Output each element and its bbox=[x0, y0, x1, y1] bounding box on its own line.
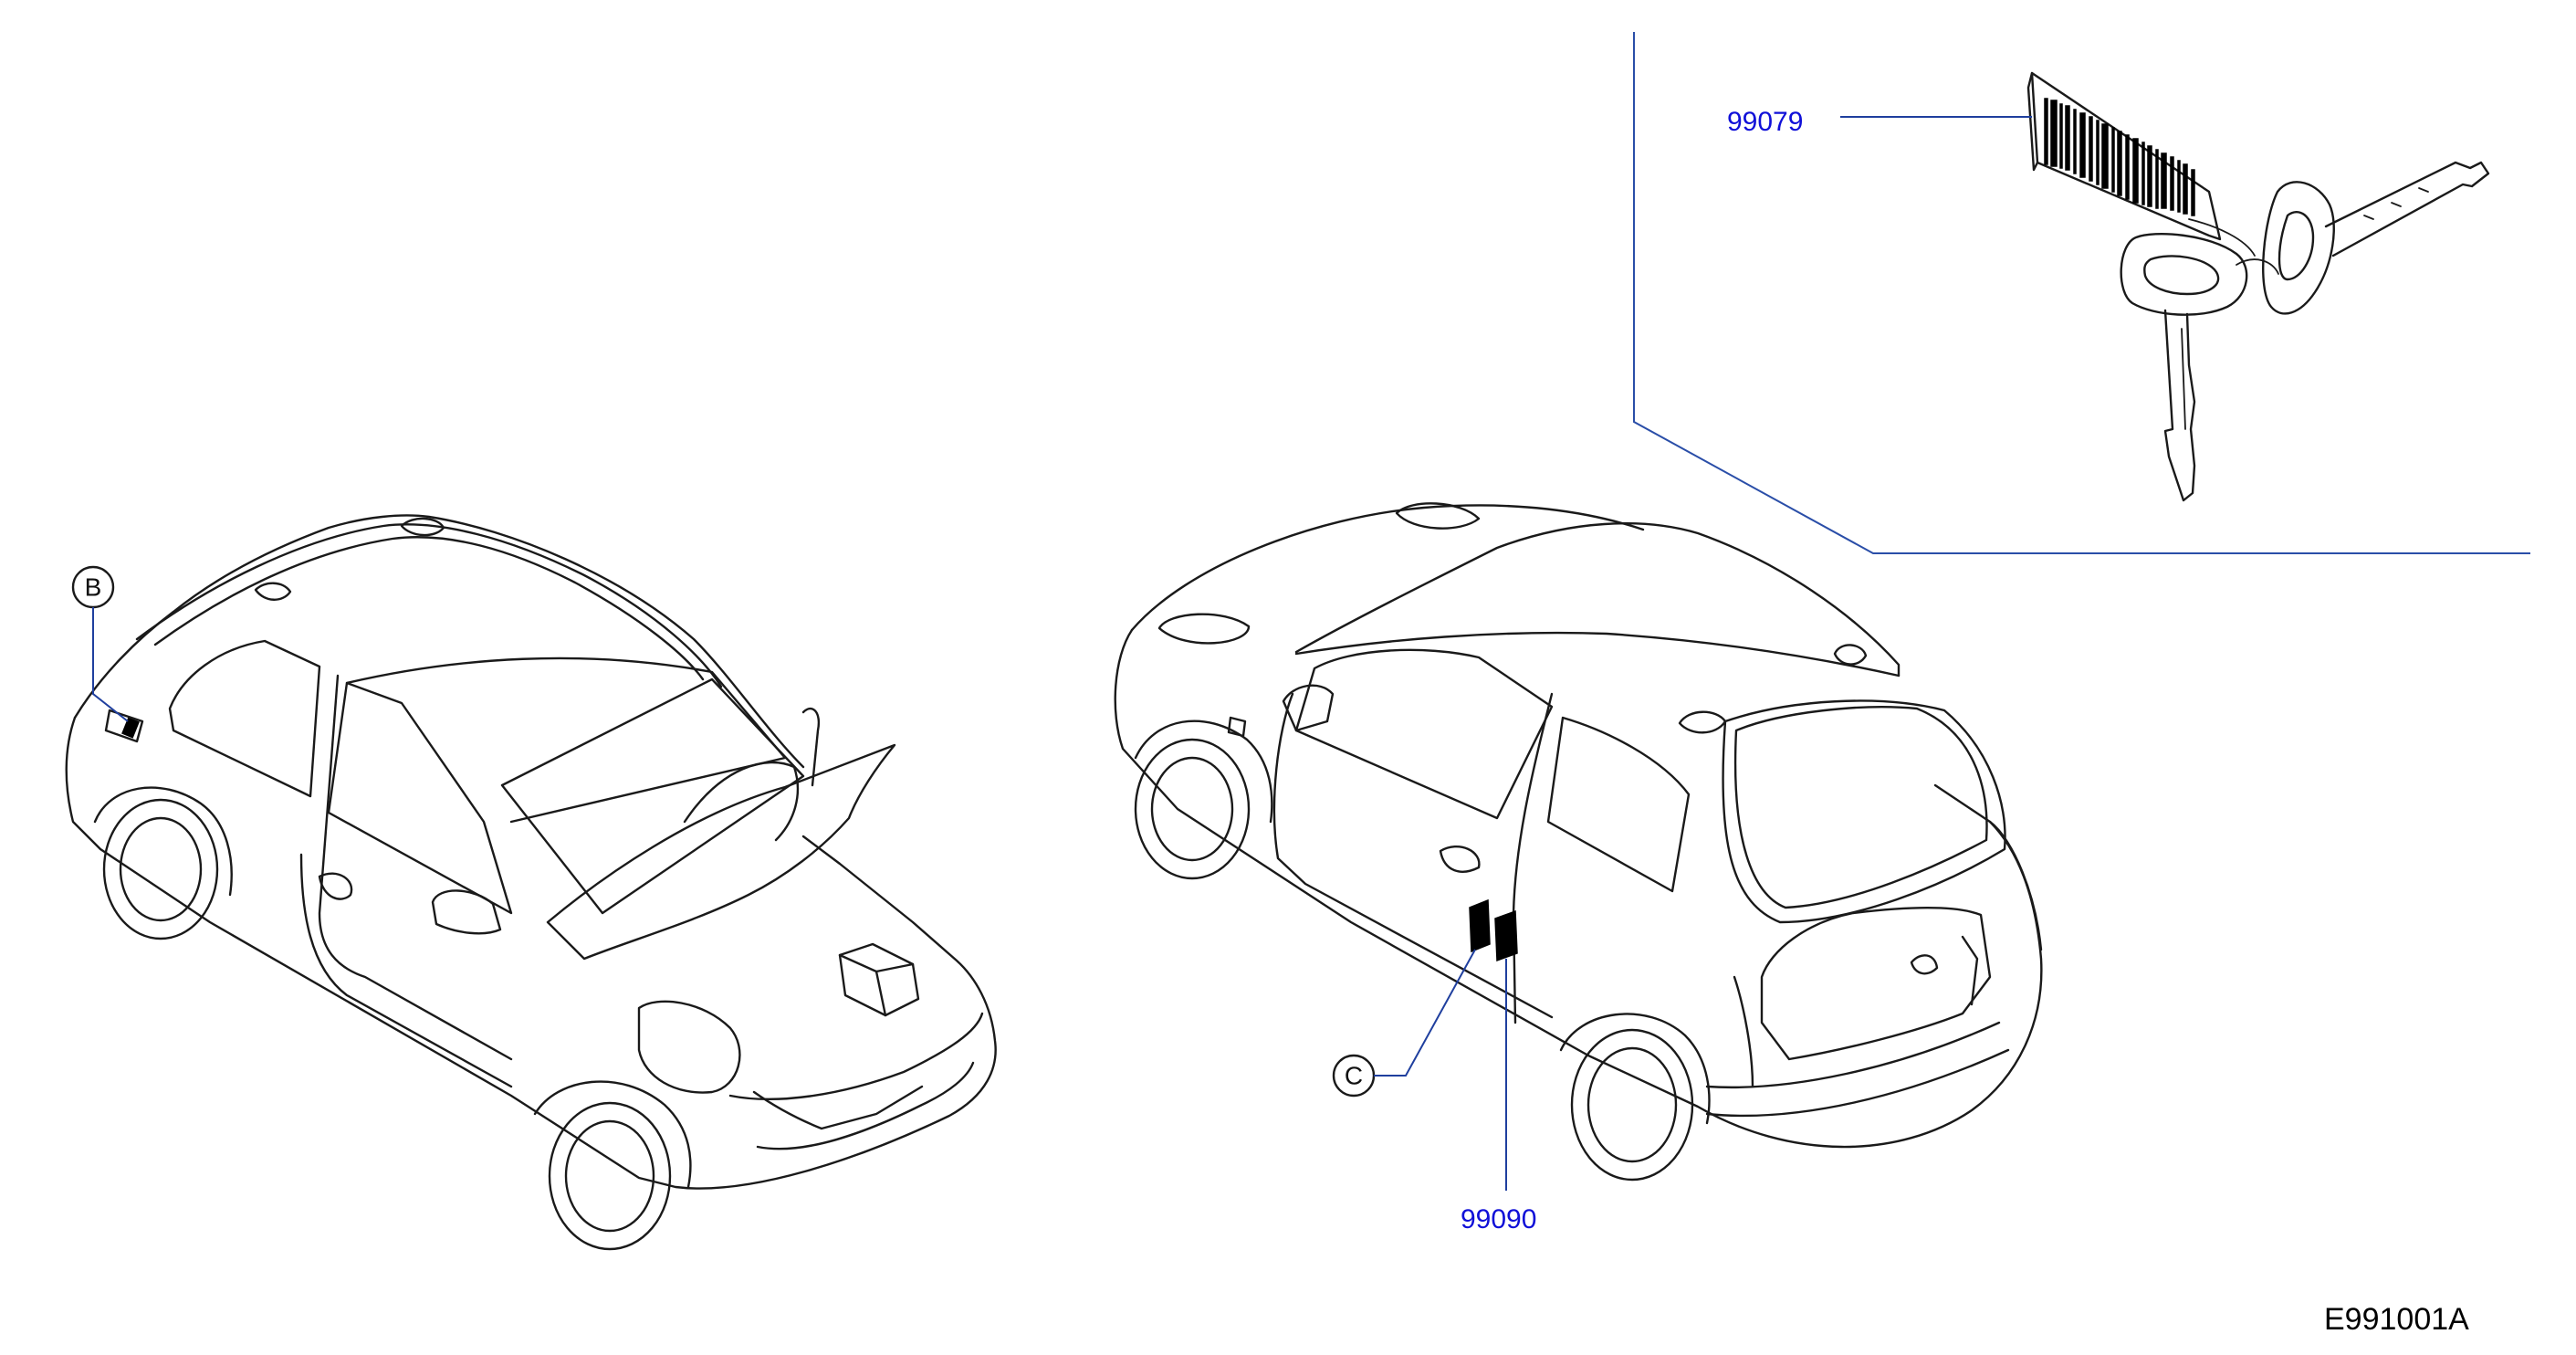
car-front-view bbox=[65, 514, 997, 1251]
callout-b: B bbox=[71, 565, 129, 722]
key-icon bbox=[2262, 161, 2490, 315]
key-icon-2 bbox=[2120, 233, 2279, 502]
car-rear-view bbox=[1114, 502, 2043, 1182]
figure-code: E991001A bbox=[2324, 1302, 2469, 1337]
key-tag-icon bbox=[2026, 71, 2256, 257]
callout-c-letter: C bbox=[1345, 1062, 1363, 1090]
callout-c: C bbox=[1332, 949, 1476, 1098]
key-inset: 99079 bbox=[1633, 32, 2530, 554]
part-number-99079: 99079 bbox=[1727, 107, 1803, 137]
label-b-marker bbox=[121, 717, 140, 739]
part-number-99090: 99090 bbox=[1461, 1204, 1536, 1234]
inset-bracket bbox=[1633, 32, 2530, 554]
part-99090: 99090 bbox=[1461, 959, 1536, 1234]
door-label-icon bbox=[1469, 898, 1518, 962]
callout-b-letter: B bbox=[85, 573, 102, 602]
